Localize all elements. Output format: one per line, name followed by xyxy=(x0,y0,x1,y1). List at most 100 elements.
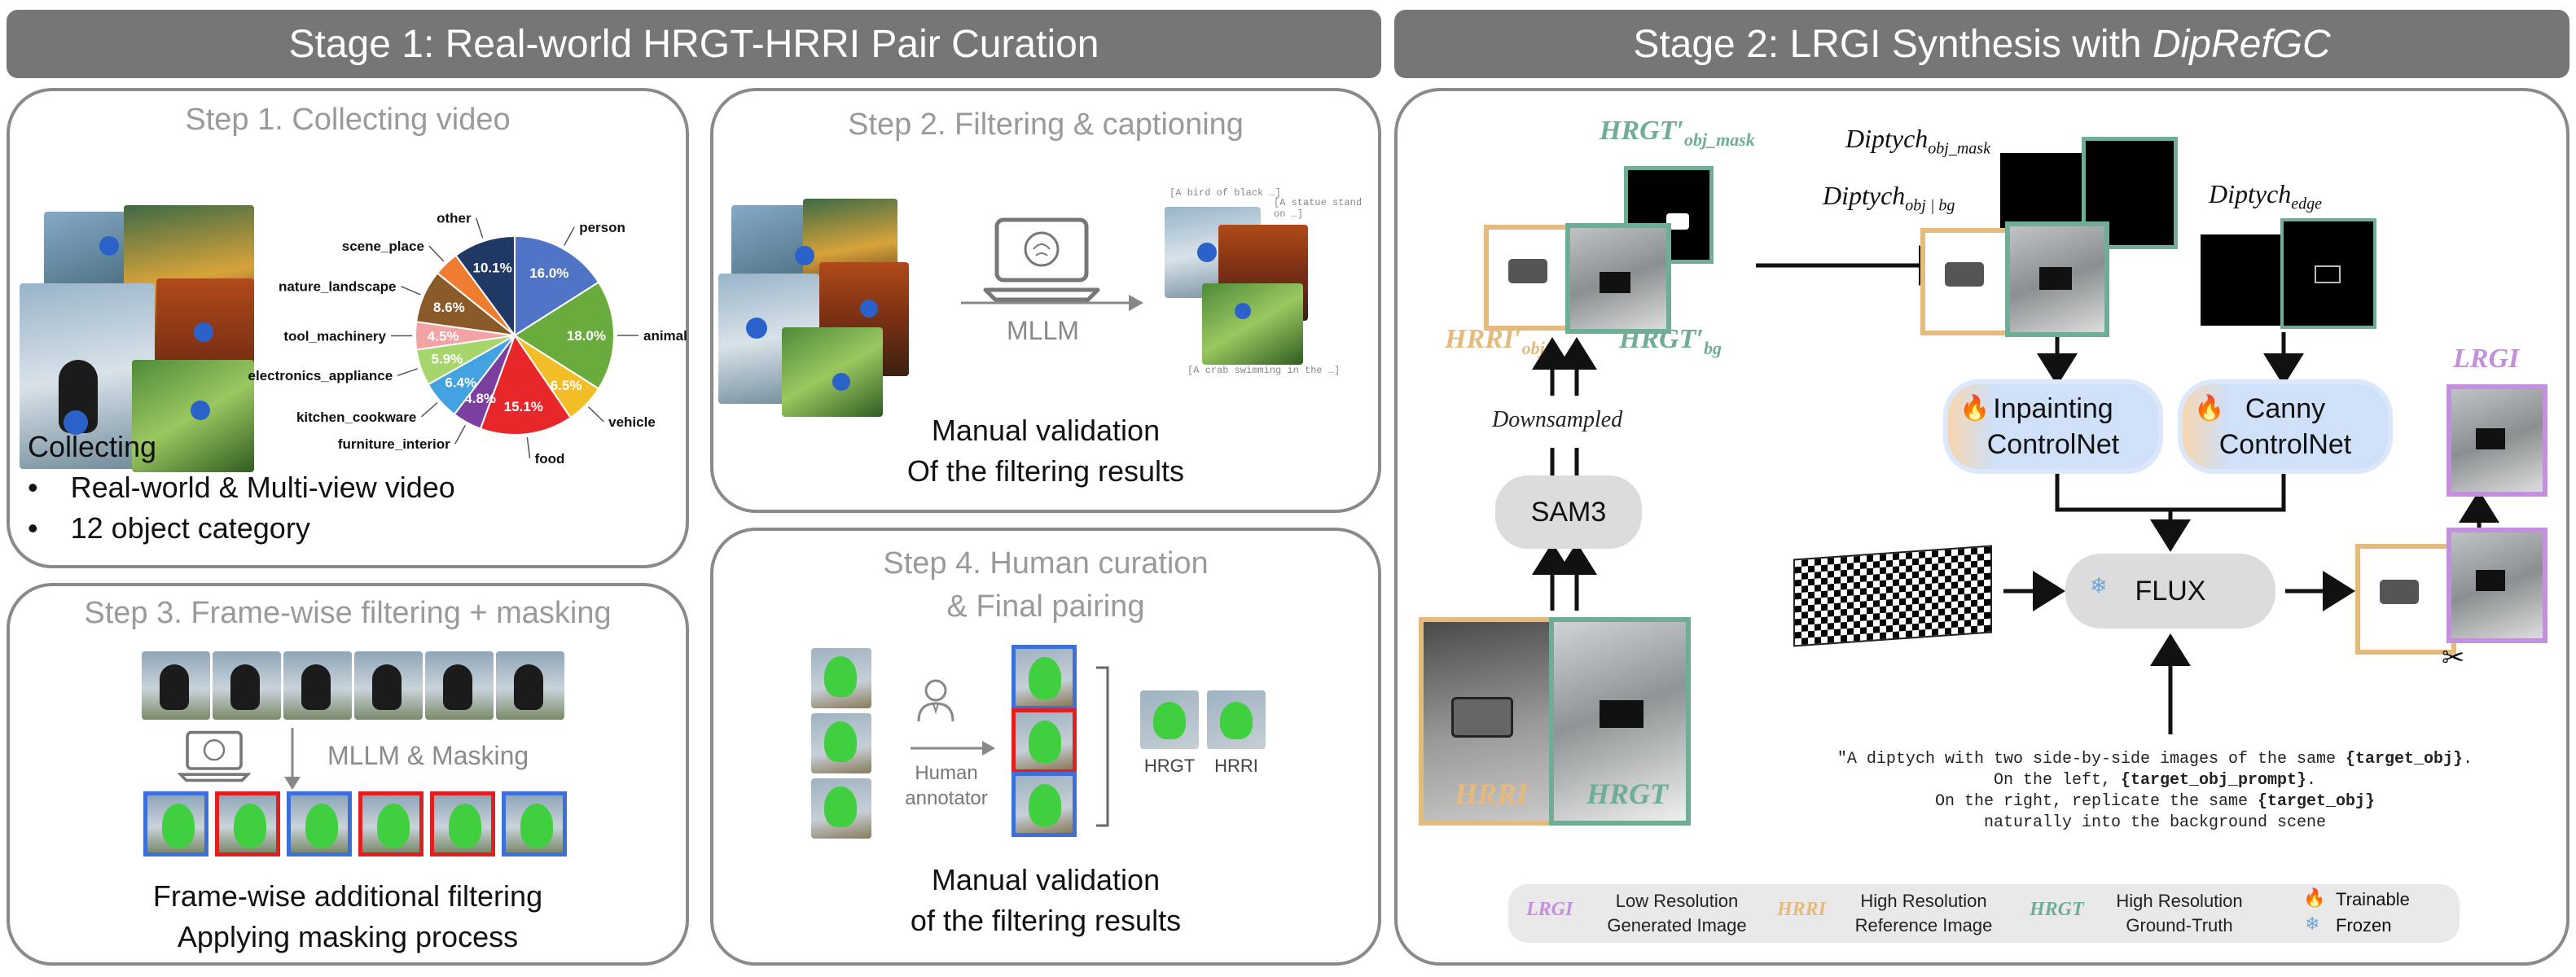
pair-label: HRGT xyxy=(1143,756,1196,776)
stage2-banner-text: Stage 2: LRGI Synthesis with xyxy=(1633,22,2142,66)
prompt-placeholder: {target_obj_prompt} xyxy=(2120,771,2307,790)
diagram-area: HRGT′obj_mask HRRI′obj HRGT′bg xyxy=(1398,91,2566,962)
green-bird-shape xyxy=(1029,721,1061,763)
puffin-shape xyxy=(160,664,189,710)
pie-leader-line xyxy=(564,226,575,246)
puffin-shape xyxy=(514,664,543,710)
black-box xyxy=(2476,428,2505,449)
puffin-shape xyxy=(372,664,402,710)
pie-category-label: tool_machinery xyxy=(283,328,386,344)
mask-blob xyxy=(1666,213,1689,230)
pie-slice xyxy=(513,281,615,390)
play-icon xyxy=(860,300,878,318)
selected-frame xyxy=(1012,772,1077,837)
candidate-frame xyxy=(811,778,871,839)
pie-percent-label: 5.9% xyxy=(432,351,463,366)
camera-icon xyxy=(2380,580,2419,604)
arrow xyxy=(961,295,1143,311)
hrgt-bg-label: HRGT′bg xyxy=(1619,324,1722,358)
pie-leader-line xyxy=(587,406,604,423)
person-icon xyxy=(917,679,954,722)
pie-percent-label: 6.5% xyxy=(551,378,582,393)
prompt-line: "A diptych with two side-by-side images … xyxy=(1788,749,2521,770)
pie-slices: 16.0%person18.0%animal6.5%vehicle15.1%fo… xyxy=(248,211,687,467)
prompt-line: naturally into the background scene xyxy=(1788,813,2521,834)
connector-arrows xyxy=(1532,245,2499,734)
legend-lrgi-abbr: LRGI xyxy=(1526,899,1573,920)
downsampled-label: Downsampled xyxy=(1492,407,1623,432)
pie-percent-label: 4.8% xyxy=(464,391,496,406)
pie-leader-line xyxy=(428,245,445,262)
pie-percent-label: 10.1% xyxy=(472,261,511,276)
play-icon xyxy=(746,318,767,339)
camera-icon xyxy=(1945,262,1984,287)
diptych-obj-mask-label: Diptychobj_mask xyxy=(1845,124,1990,158)
prompt-text: "A diptych with two side-by-side images … xyxy=(1837,750,2346,769)
bracket xyxy=(1096,666,1109,827)
puffin-shape xyxy=(301,664,331,710)
prompt-line: On the left, {target_obj_prompt}. xyxy=(1788,770,2521,791)
pie-category-label: animal xyxy=(643,328,687,344)
step2-title: Step 2. Filtering & captioning xyxy=(848,107,1244,142)
annotator-label: Human annotator xyxy=(905,762,988,810)
lrgi-label: LRGI xyxy=(2453,344,2520,374)
camera-icon xyxy=(1451,697,1513,738)
black-box xyxy=(1600,700,1643,728)
stage2-method-name: DipRefGC xyxy=(2152,22,2331,66)
flux-node: ❄ FLUX xyxy=(2065,554,2275,629)
pie-percent-label: 8.6% xyxy=(433,300,465,315)
pie-category-label: kitchen_cookware xyxy=(296,410,416,425)
prompt-placeholder: {target_obj} xyxy=(2346,750,2464,769)
black-box xyxy=(2476,570,2505,591)
pie-leader-line xyxy=(420,402,438,418)
diptych-obj-bg-label: Diptychobj | bg xyxy=(1823,181,1955,215)
edge-lines xyxy=(2315,265,2341,283)
play-icon xyxy=(795,246,814,265)
pie-category-label: food xyxy=(535,451,565,467)
selected-frame xyxy=(1012,708,1077,773)
step4-panel: Step 4. Human curation & Final pairing H… xyxy=(710,528,1381,966)
stage1-banner: Stage 1: Real-world HRGT-HRRI Pair Curat… xyxy=(7,10,1381,78)
step1-title: Step 1. Collecting video xyxy=(185,103,511,137)
prompt-text: naturally into the background scene xyxy=(1983,813,2327,832)
step3-text: Frame-wise additional filtering Applying… xyxy=(152,879,543,953)
prompt-text: On the left, xyxy=(1993,771,2121,790)
diptych-mask-right xyxy=(2082,137,2178,249)
masked-frame xyxy=(143,791,208,857)
black-box xyxy=(1600,272,1630,293)
step2-text: Manual validation Of the filtering resul… xyxy=(906,414,1185,488)
caption-text: [A bird of black …] xyxy=(1170,187,1281,199)
pair-label: HRRI xyxy=(1214,756,1258,776)
black-box xyxy=(2039,267,2072,290)
pie-category-label: electronics_appliance xyxy=(248,368,393,383)
pie-percent-label: 6.4% xyxy=(445,375,476,391)
step4-text: Manual validation of the filtering resul… xyxy=(910,863,1182,938)
pie-percent-label: 4.5% xyxy=(428,328,459,344)
pie-percent-label: 16.0% xyxy=(529,265,568,281)
step4-title: Step 4. Human curation & Final pairing xyxy=(883,546,1209,624)
green-bird-shape xyxy=(824,656,857,697)
play-icon xyxy=(1197,243,1217,262)
step3-title: Step 3. Frame-wise filtering + masking xyxy=(84,596,612,630)
sam3-node: SAM3 xyxy=(1495,475,1642,549)
pie-slice xyxy=(479,333,572,436)
stage2-panel: HRGT′obj_mask HRRI′obj HRGT′bg xyxy=(1394,88,2569,966)
pie-leader-line xyxy=(401,285,421,296)
green-bird-shape xyxy=(520,804,553,848)
masked-frame xyxy=(287,791,352,857)
candidate-frame xyxy=(811,713,871,773)
green-bird-shape xyxy=(824,721,857,762)
pie-slice xyxy=(454,234,516,339)
masked-frame xyxy=(358,791,423,857)
green-bird-shape xyxy=(449,804,481,848)
green-bird-shape xyxy=(162,804,195,848)
fire-icon: 🔥 xyxy=(2194,395,2225,422)
legend-trainable: Trainable xyxy=(2336,889,2410,909)
stage1-banner-text: Stage 1: Real-world HRGT-HRRI Pair Curat… xyxy=(288,22,1099,66)
play-icon xyxy=(99,236,119,256)
laptop-brain-icon xyxy=(178,730,251,782)
play-icon xyxy=(191,401,210,420)
